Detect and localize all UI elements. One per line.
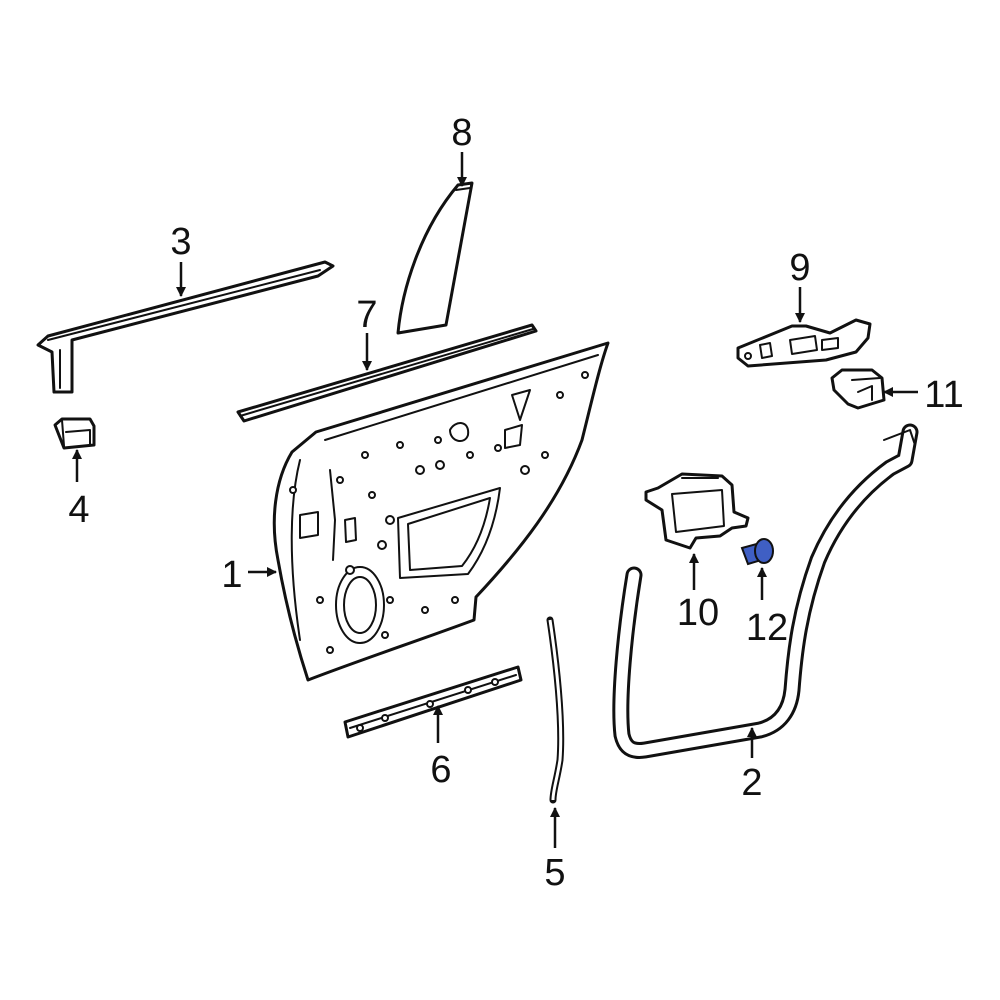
- part-9-handle-bracket[interactable]: [736, 318, 872, 368]
- part-6-lower-molding[interactable]: [343, 665, 523, 739]
- callout-4[interactable]: 4: [68, 489, 89, 531]
- callout-5[interactable]: 5: [544, 852, 565, 894]
- part-8-pillar-trim[interactable]: [396, 181, 474, 335]
- callout-labels: 1 2 3 4 5 6 7 8 9 10 11 12: [68, 112, 963, 894]
- callout-2[interactable]: 2: [741, 762, 762, 804]
- callout-6[interactable]: 6: [430, 749, 451, 791]
- part-4-clip[interactable]: [53, 417, 96, 450]
- part-10-handle-housing[interactable]: [644, 472, 750, 550]
- callout-9[interactable]: 9: [789, 247, 810, 289]
- leader-lines: [72, 152, 918, 848]
- part-7-belt-weatherstrip[interactable]: [236, 323, 538, 423]
- callout-11[interactable]: 11: [924, 374, 963, 416]
- callout-8[interactable]: 8: [451, 112, 472, 154]
- callout-7[interactable]: 7: [356, 294, 377, 336]
- part-12-screw[interactable]: [740, 538, 774, 566]
- part-1-door-shell[interactable]: [272, 341, 610, 682]
- part-2-door-weatherstrip[interactable]: [612, 423, 919, 759]
- part-11-clip[interactable]: [830, 368, 886, 410]
- callout-10[interactable]: 10: [677, 592, 719, 634]
- part-5-weatherstrip-strand[interactable]: [546, 616, 565, 804]
- part-3-frame-molding[interactable]: [36, 260, 335, 394]
- callout-3[interactable]: 3: [170, 221, 191, 263]
- callout-1[interactable]: 1: [221, 554, 242, 596]
- callout-12[interactable]: 12: [746, 607, 788, 649]
